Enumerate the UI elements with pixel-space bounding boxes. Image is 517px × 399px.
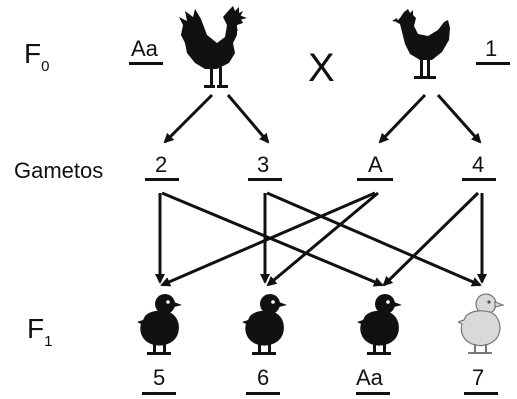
hen-genotype-underline xyxy=(476,62,510,65)
offspring-label-6: 6 xyxy=(257,365,270,390)
rooster-genotype-label: Aa xyxy=(131,36,158,61)
arrow-hen-to-gamete-4 xyxy=(436,94,482,144)
chick-icon-black-2 xyxy=(242,294,287,355)
rooster-silhouette-icon xyxy=(179,6,247,88)
offspring-underline-6 xyxy=(246,392,280,395)
arrow-gamete-a-to-offspring-5 xyxy=(160,191,376,287)
offspring-label-7: 7 xyxy=(472,365,485,390)
gamete-underline-3 xyxy=(248,178,282,181)
gametes-row-label: Gametos xyxy=(14,158,104,183)
gamete-underline-2 xyxy=(145,178,179,181)
gamete-label-a: A xyxy=(368,152,383,177)
chick-icon-black-1 xyxy=(137,294,182,355)
arrow-gamete-4-to-offspring-aa xyxy=(382,191,480,287)
cross-symbol: X xyxy=(308,46,335,90)
gamete-label-3: 3 xyxy=(257,152,270,177)
gamete-label-4: 4 xyxy=(472,152,485,177)
chick-icon-light xyxy=(458,293,504,354)
rooster-genotype-underline xyxy=(129,62,163,65)
hen-silhouette-icon xyxy=(392,9,450,79)
offspring-label-aa: Aa xyxy=(356,365,383,390)
arrow-gamete-3-to-offspring-7 xyxy=(266,191,482,287)
gamete-label-2: 2 xyxy=(155,152,168,177)
chick-icon-black-3 xyxy=(357,294,402,355)
offspring-underline-aa xyxy=(356,392,390,395)
gamete-underline-4 xyxy=(462,178,496,181)
arrow-hen-to-gamete-a xyxy=(378,93,427,144)
arrow-gamete-a-to-offspring-6 xyxy=(266,191,379,287)
hen-genotype-label: 1 xyxy=(485,36,498,61)
arrow-rooster-to-gamete-2 xyxy=(163,93,214,144)
gamete-underline-a xyxy=(357,178,393,181)
generation-label-f0: F0 xyxy=(24,38,50,75)
offspring-underline-7 xyxy=(464,392,498,395)
generation-label-f1: F1 xyxy=(27,313,53,350)
arrow-rooster-to-gamete-3 xyxy=(226,94,270,144)
offspring-underline-5 xyxy=(142,392,176,395)
offspring-label-5: 5 xyxy=(153,365,166,390)
